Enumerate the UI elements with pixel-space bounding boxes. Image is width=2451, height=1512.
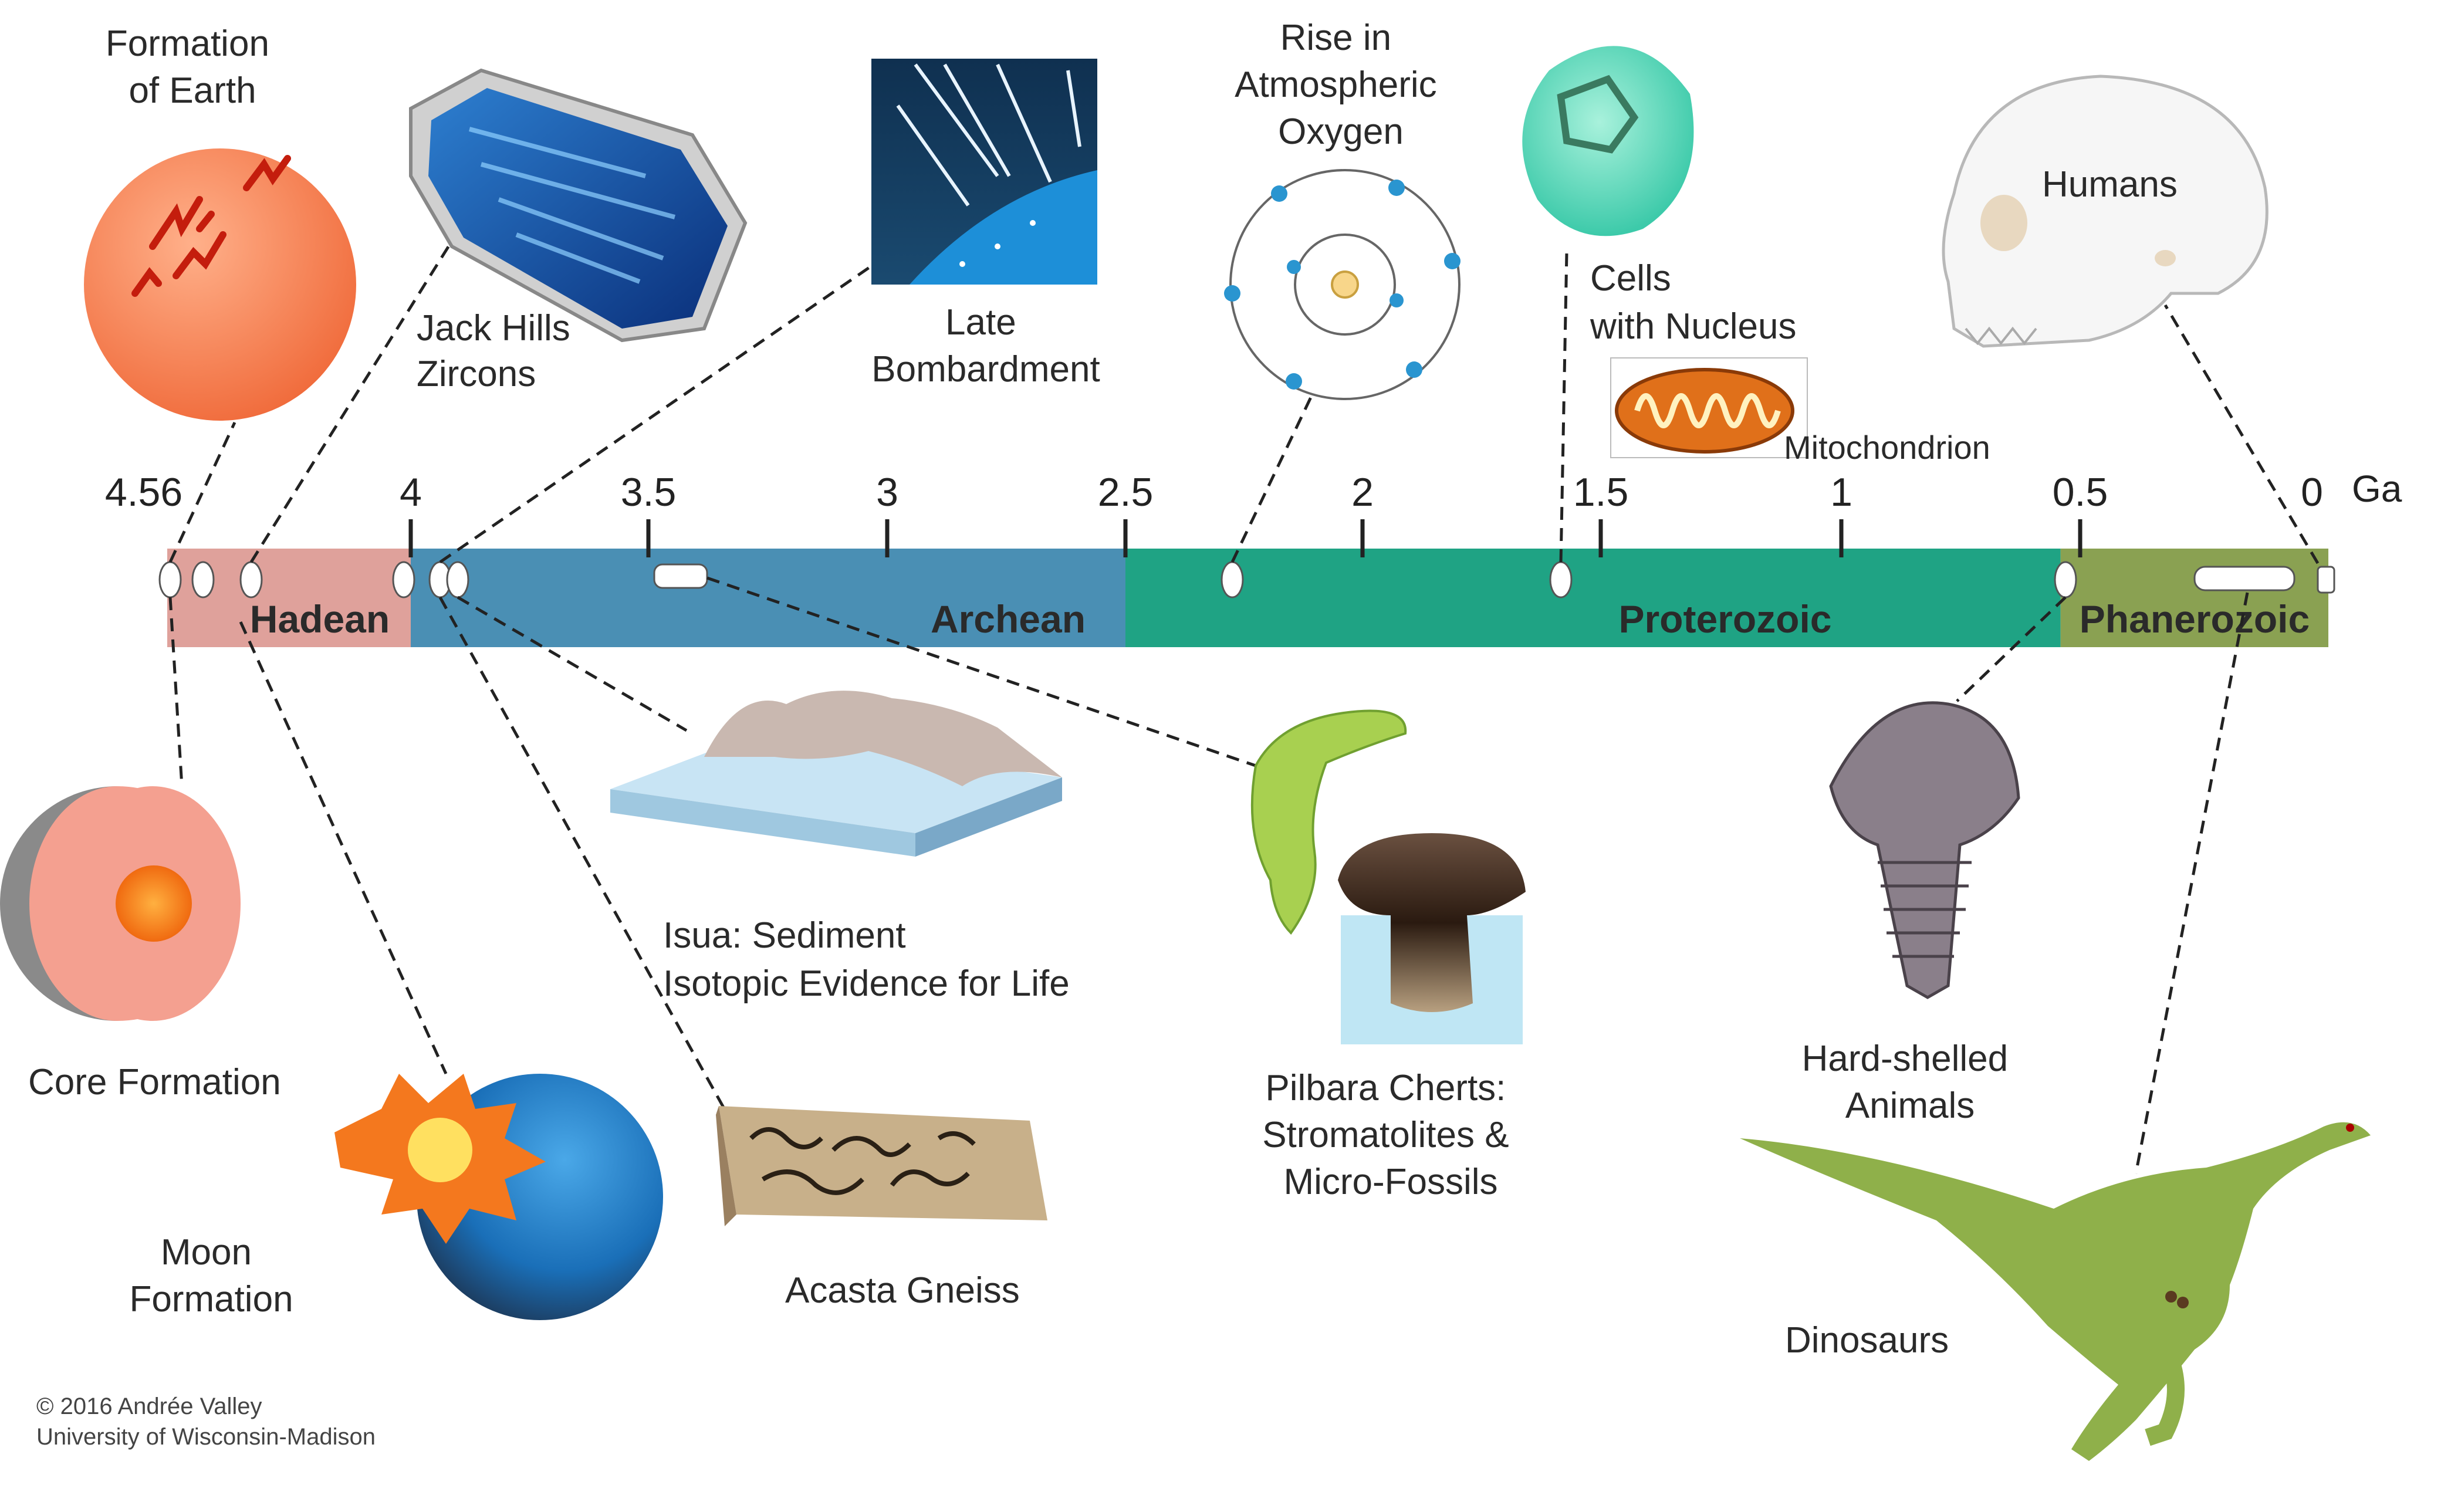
dinosaurs-label: Dinosaurs [1785,1320,1949,1361]
marker-oxygen [1221,561,1244,598]
moon-formation-line: Formation [129,1279,293,1320]
hard-shelled-line: Animals [1845,1085,1975,1126]
rise-in-oxygen-label: Rise in Atmospheric Oxygen [1235,18,1447,152]
zircon-illustration [409,68,748,343]
tick-marks [408,519,2082,557]
jack-hills-zircons-label: Jack Hills Zircons [417,308,580,394]
formation-of-earth-line: Formation [106,23,269,64]
marker-isua [446,561,469,598]
rise-in-oxygen-line: Rise in [1280,18,1392,58]
core-formation-label: Core Formation [28,1062,281,1102]
late-bombardment-line: Bombardment [871,349,1100,390]
atom-illustration [1224,169,1461,400]
marker-dinosaurs [2193,566,2296,591]
jack-hills-zircons-line: Jack Hills [417,308,570,349]
tick-label: 2.5 [1098,470,1154,515]
pilbara-illustration [1250,709,1526,1044]
late-bombardment-label: Late Bombardment [871,302,1100,390]
formation-of-earth-line: of Earth [129,70,256,111]
cells-with-nucleus-line: with Nucleus [1590,306,1796,347]
pilbara-line: Pilbara Cherts: [1265,1068,1506,1108]
marker-moon [191,561,215,598]
cells-with-nucleus-label: Cells with Nucleus [1590,258,1796,347]
acasta-illustration [716,1106,1047,1226]
pilbara-line: Stromatolites & [1262,1115,1509,1155]
skull-illustration [1942,75,2269,348]
marker-hard-shelled [2054,561,2077,598]
eon-labels: Hadean Archean Proterozoic Phanerozoic [250,597,2310,641]
dinosaur-illustration [1740,1122,2371,1461]
unit-label: Ga [2352,468,2402,510]
tick-label: 1.5 [1573,470,1629,515]
tick-labels: 4.56 4 3.5 3 2.5 2 1.5 1 0.5 0 [105,470,2323,515]
eon-label-phanerozoic: Phanerozoic [2080,597,2310,641]
eon-bar-phanerozoic [2060,549,2328,647]
jack-hills-zircons-line: Zircons [417,354,536,394]
eon-label-hadean: Hadean [250,597,390,641]
tick-label: 0.5 [2053,470,2108,515]
marker-pilbara [653,563,708,589]
bombardment-illustration [871,59,1097,285]
hard-shelled-label: Hard-shelled Animals [1802,1039,2019,1126]
pilbara-label: Pilbara Cherts: Stromatolites & Micro-Fo… [1262,1068,1519,1202]
marker-formation-earth [158,561,182,598]
isua-line: Isua: Sediment [663,915,906,956]
rise-in-oxygen-line: Atmospheric [1235,65,1437,105]
isua-illustration [610,691,1062,857]
credit-text: © 2016 Andrée Valley University of Wisco… [36,1393,376,1450]
connector-lines [168,231,2320,1174]
moon-formation-line: Moon [161,1232,252,1273]
eon-bars [167,549,2328,647]
tick-label: 2 [1351,470,1374,515]
formation-of-earth-label: Formation of Earth [106,23,279,111]
marker-humans [2317,566,2335,594]
event-labels: Formation of Earth Jack Hills Zircons La… [28,18,2178,1361]
acasta-gneiss-label: Acasta Gneiss [785,1270,1020,1311]
isua-label: Isua: Sediment Isotopic Evidence for Lif… [663,915,1070,1004]
event-markers [158,561,2335,598]
marker-nucleus [1549,561,1573,598]
rise-in-oxygen-line: Oxygen [1278,111,1404,152]
eon-label-archean: Archean [931,597,1086,641]
mitochondrion-label: Mitochondrion [1784,429,1990,466]
moon-illustration [334,1074,663,1320]
cells-with-nucleus-line: Cells [1590,258,1671,299]
isua-line: Isotopic Evidence for Life [663,963,1070,1004]
marker-core [239,561,263,598]
credit-line-2: University of Wisconsin-Madison [36,1424,376,1450]
cell-illustration [1522,46,1694,236]
moon-formation-label: Moon Formation [129,1232,293,1320]
mitochondrion-illustration [1610,357,1808,458]
tick-label: 4 [400,470,422,515]
marker-zircon [392,561,415,598]
eon-label-proterozoic: Proterozoic [1618,597,1831,641]
tick-label: 3 [876,470,898,515]
tick-label: 0 [2301,470,2323,515]
late-bombardment-line: Late [945,302,1016,343]
credit-line-1: © 2016 Andrée Valley [36,1393,262,1419]
earth-illustration [84,148,356,421]
trilobite-illustration [1829,701,2020,999]
tick-label: 1 [1830,470,1852,515]
eon-bar-proterozoic [1125,549,2061,647]
core-illustration [0,786,241,1021]
tick-label: 4.56 [105,470,182,515]
humans-label: Humans [2042,164,2178,205]
pilbara-line: Micro-Fossils [1283,1162,1497,1202]
tick-label: 3.5 [621,470,677,515]
hard-shelled-line: Hard-shelled [1802,1039,2009,1079]
